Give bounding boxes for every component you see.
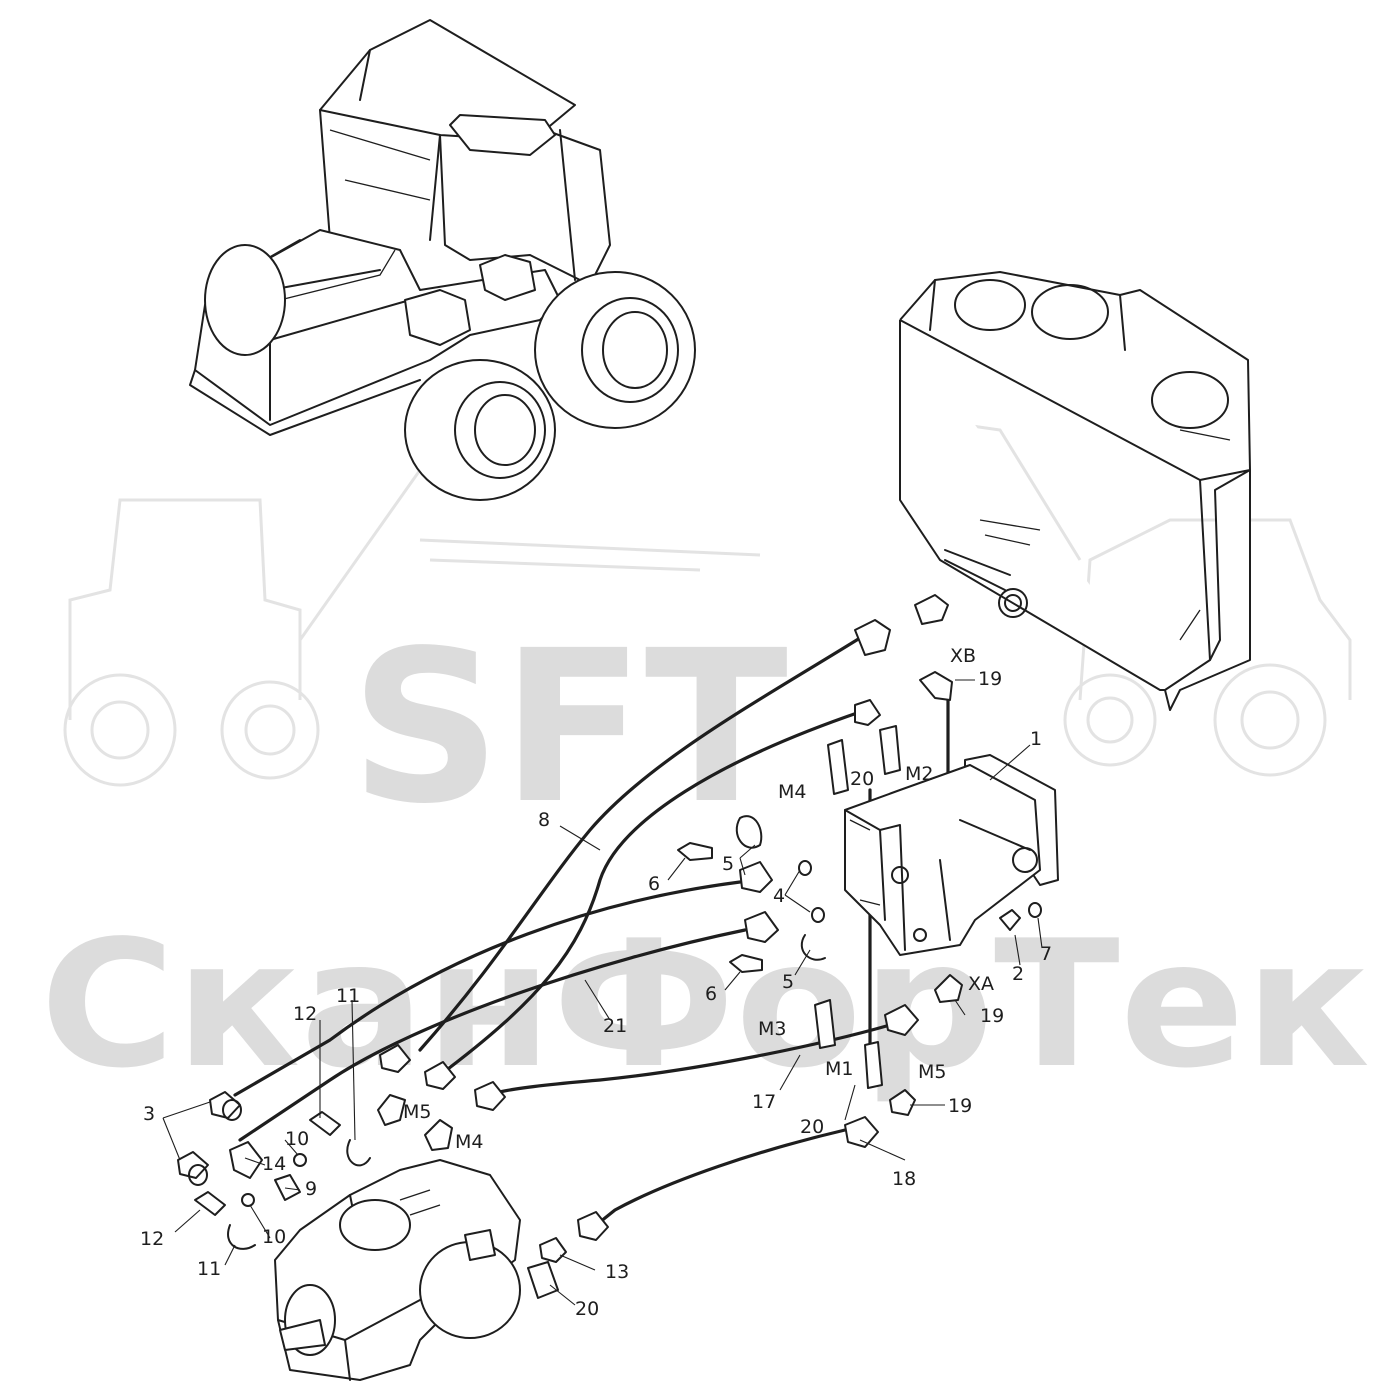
label-m3: M3 [758, 1018, 786, 1040]
label-6-upper: 6 [648, 873, 660, 895]
label-9: 9 [305, 1178, 317, 1200]
frame-housing [899, 271, 1251, 711]
label-19-mid: 19 [980, 1005, 1004, 1027]
label-12-upper: 12 [293, 1003, 317, 1025]
watermark-tractor-right [929, 418, 1352, 777]
label-m4-pump: M4 [455, 1131, 483, 1153]
hose-fittings [177, 594, 1042, 1299]
watermark-company: СканФорТек [40, 904, 1370, 1107]
machine-wheel-front-rear [204, 244, 286, 356]
label-xb: XB [950, 645, 976, 667]
label-20-mid: 20 [800, 1116, 824, 1138]
label-14: 14 [262, 1153, 286, 1175]
hydraulic-motor [844, 754, 1059, 956]
label-7: 7 [1040, 943, 1052, 965]
label-11-upper: 11 [336, 985, 360, 1007]
label-5-lower: 5 [782, 971, 794, 993]
label-5-upper: 5 [722, 853, 734, 875]
hydraulic-pump [274, 1159, 521, 1381]
label-18: 18 [892, 1168, 916, 1190]
label-2: 2 [1012, 963, 1024, 985]
machine-motor-location [479, 254, 536, 301]
label-19-top: 19 [978, 668, 1002, 690]
machine-roof-box [449, 114, 556, 156]
machine-wheel-front [404, 359, 556, 501]
label-xa: XA [968, 973, 994, 995]
label-12-lower: 12 [140, 1228, 164, 1250]
label-10-upper: 10 [285, 1128, 309, 1150]
label-m1: M1 [825, 1058, 853, 1080]
label-17: 17 [752, 1091, 776, 1113]
label-4: 4 [773, 885, 785, 907]
label-20-bottom: 20 [575, 1298, 599, 1320]
label-20-top: 20 [850, 768, 874, 790]
watermark-log-lines [419, 538, 761, 572]
forwarder-machine [189, 19, 696, 501]
watermark-tractor-left [63, 428, 471, 787]
label-m4-motor: M4 [778, 781, 806, 803]
hose-lines [233, 636, 950, 1224]
label-13: 13 [605, 1261, 629, 1283]
label-19-bottom: 19 [948, 1095, 972, 1117]
label-m2: M2 [905, 763, 933, 785]
label-6-lower: 6 [705, 983, 717, 1005]
label-21: 21 [603, 1015, 627, 1037]
label-8: 8 [538, 809, 550, 831]
label-3: 3 [143, 1103, 155, 1125]
label-10-lower: 10 [262, 1226, 286, 1248]
machine-pump-location [404, 289, 471, 346]
machine-wheel-rear [534, 271, 696, 429]
machine-cab [319, 19, 611, 286]
watermark-logo: SFT [350, 605, 788, 850]
label-11-lower: 11 [197, 1258, 221, 1280]
callout-labels: 1 2 3 4 5 5 6 6 7 8 9 10 10 11 11 12 12 … [140, 645, 1052, 1320]
label-m5-pump: M5 [403, 1101, 431, 1123]
leader-lines [162, 679, 1043, 1306]
label-1: 1 [1030, 728, 1042, 750]
label-m5-motor: M5 [918, 1061, 946, 1083]
